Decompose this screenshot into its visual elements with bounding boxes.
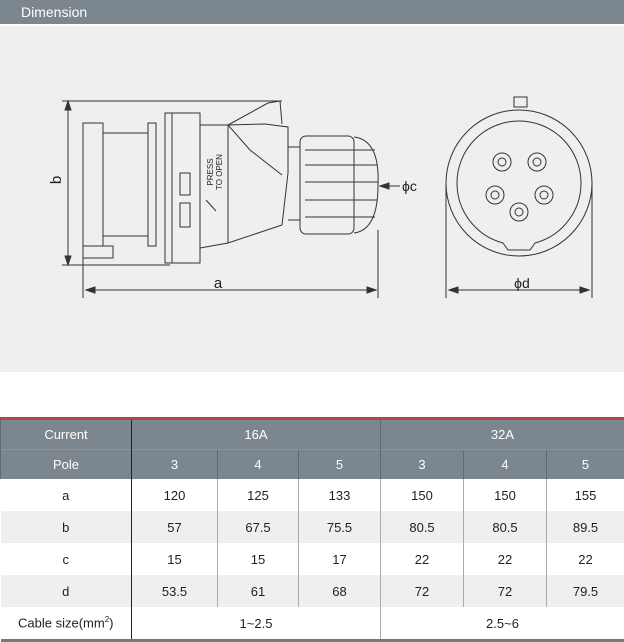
cable-size-label: Cable size(mm2) <box>1 607 132 641</box>
cell: 15 <box>132 543 218 575</box>
cell: 89.5 <box>547 511 624 543</box>
cell: 53.5 <box>132 575 218 607</box>
row-label: b <box>1 511 132 543</box>
pole-label: Pole <box>1 450 132 480</box>
cell: 72 <box>464 575 547 607</box>
pole-cell: 3 <box>132 450 218 480</box>
cell: 80.5 <box>381 511 464 543</box>
cell: 150 <box>464 479 547 511</box>
current-row: Current 16A 32A <box>1 419 624 450</box>
current-16a: 16A <box>132 419 381 450</box>
pole-cell: 4 <box>464 450 547 480</box>
label-a: a <box>214 275 223 292</box>
cell: 15 <box>218 543 299 575</box>
pole-row: Pole 3 4 5 3 4 5 <box>1 450 624 480</box>
pole-cell: 5 <box>299 450 381 480</box>
cell: 72 <box>381 575 464 607</box>
cell: 22 <box>547 543 624 575</box>
label-c: ϕc <box>402 178 417 194</box>
cell: 22 <box>381 543 464 575</box>
press-text-1: PRESS <box>206 158 215 185</box>
plug-front-view <box>446 97 592 298</box>
table-row: a 120 125 133 150 150 155 <box>1 479 624 511</box>
label-d: ϕd <box>514 275 530 291</box>
cell: 67.5 <box>218 511 299 543</box>
cable-label-text: Cable size(mm <box>18 616 105 631</box>
current-32a: 32A <box>381 419 624 450</box>
row-label: d <box>1 575 132 607</box>
dimension-table: Current 16A 32A Pole 3 4 5 3 4 5 a 120 1… <box>0 417 624 642</box>
cell: 150 <box>381 479 464 511</box>
press-text-2: TO OPEN <box>215 154 224 190</box>
cell: 80.5 <box>464 511 547 543</box>
cell: 68 <box>299 575 381 607</box>
row-label: c <box>1 543 132 575</box>
cable-label-end: ) <box>109 616 113 631</box>
cell: 79.5 <box>547 575 624 607</box>
cell: 57 <box>132 511 218 543</box>
cell: 22 <box>464 543 547 575</box>
section-title: Dimension <box>21 4 87 20</box>
cell: 133 <box>299 479 381 511</box>
pole-cell: 5 <box>547 450 624 480</box>
section-header: Dimension <box>0 0 624 24</box>
table-row: d 53.5 61 68 72 72 79.5 <box>1 575 624 607</box>
pole-cell: 4 <box>218 450 299 480</box>
cell: 17 <box>299 543 381 575</box>
plug-side-view <box>62 101 400 298</box>
cell: 155 <box>547 479 624 511</box>
label-b: b <box>48 176 65 184</box>
cable-size-32a: 2.5~6 <box>381 607 624 641</box>
cable-size-16a: 1~2.5 <box>132 607 381 641</box>
current-label: Current <box>1 419 132 450</box>
cell: 120 <box>132 479 218 511</box>
cell: 125 <box>218 479 299 511</box>
table-row: b 57 67.5 75.5 80.5 80.5 89.5 <box>1 511 624 543</box>
dimension-drawing: b a ϕc PRESS TO OPEN ϕd <box>0 26 624 372</box>
row-label: a <box>1 479 132 511</box>
pole-cell: 3 <box>381 450 464 480</box>
cell: 61 <box>218 575 299 607</box>
cell: 75.5 <box>299 511 381 543</box>
table-row: c 15 15 17 22 22 22 <box>1 543 624 575</box>
cable-size-row: Cable size(mm2) 1~2.5 2.5~6 <box>1 607 624 641</box>
